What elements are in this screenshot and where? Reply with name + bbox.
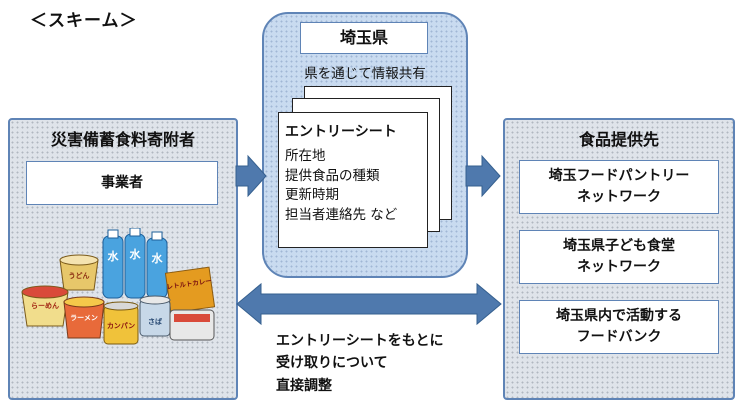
arrow-right-icon-prefecture-to-recipient bbox=[465, 154, 501, 198]
stockpile-food-illustration: 水 水 水 うどん レトルトカレー らーめん ラーメン カンパン bbox=[21, 228, 216, 345]
scheme-heading: ＜スキーム＞ bbox=[30, 11, 138, 31]
info-sharing-caption: 県を通じて情報共有 bbox=[304, 66, 426, 82]
arrow-right-icon-donor-to-prefecture bbox=[235, 154, 267, 198]
food-recipient-panel-title: 食品提供先 bbox=[578, 130, 659, 149]
saitama-prefecture-panel: 埼玉県 県を通じて情報共有 エントリーシート 所在地 提供食品の種類 更新時期 … bbox=[262, 12, 468, 278]
donor-panel: 災害備蓄食料寄附者 事業者 水 水 水 うどん レトルトカレー bbox=[8, 118, 238, 400]
entry-sheet-title: エントリーシート bbox=[285, 124, 397, 140]
canned-food: カンパン さば bbox=[103, 295, 215, 345]
saitama-title-box: 埼玉県 bbox=[300, 22, 428, 54]
double-arrow-icon-direct-coordination bbox=[236, 282, 502, 326]
ramen-label-2: ラーメン bbox=[70, 314, 98, 322]
kanpan-label: カンパン bbox=[107, 321, 135, 330]
recipient-box-kodomo-shokudo: 埼玉県子ども食堂 ネットワーク bbox=[519, 230, 719, 284]
water-label-1: 水 bbox=[108, 249, 120, 263]
water-bottles: 水 水 水 bbox=[102, 228, 168, 299]
business-box: 事業者 bbox=[26, 161, 218, 205]
direct-coordination-text: エントリーシートをもとに 受け取りについて 直接調整 bbox=[276, 333, 444, 394]
entry-sheet-items: 所在地 提供食品の種類 更新時期 担当者連絡先 など bbox=[285, 148, 398, 223]
water-label-2: 水 bbox=[130, 247, 142, 261]
food-recipient-panel: 食品提供先 埼玉フードパントリー ネットワーク 埼玉県子ども食堂 ネットワーク … bbox=[503, 118, 735, 400]
water-label-3: 水 bbox=[152, 251, 164, 265]
recipient-box-food-pantry: 埼玉フードパントリー ネットワーク bbox=[519, 160, 719, 214]
entry-sheet-document: エントリーシート 所在地 提供食品の種類 更新時期 担当者連絡先 など bbox=[278, 112, 428, 248]
udon-cup: うどん bbox=[59, 254, 99, 291]
recipient-box-food-bank: 埼玉県内で活動する フードバンク bbox=[519, 300, 719, 354]
retort-curry-box: レトルトカレー bbox=[164, 266, 216, 314]
donor-panel-title: 災害備蓄食料寄附者 bbox=[50, 130, 195, 149]
saba-label: さば bbox=[148, 317, 162, 326]
udon-label: うどん bbox=[69, 271, 90, 280]
ramen-label-1: らーめん bbox=[31, 302, 59, 310]
ramen-cups: らーめん ラーメン bbox=[21, 285, 105, 339]
